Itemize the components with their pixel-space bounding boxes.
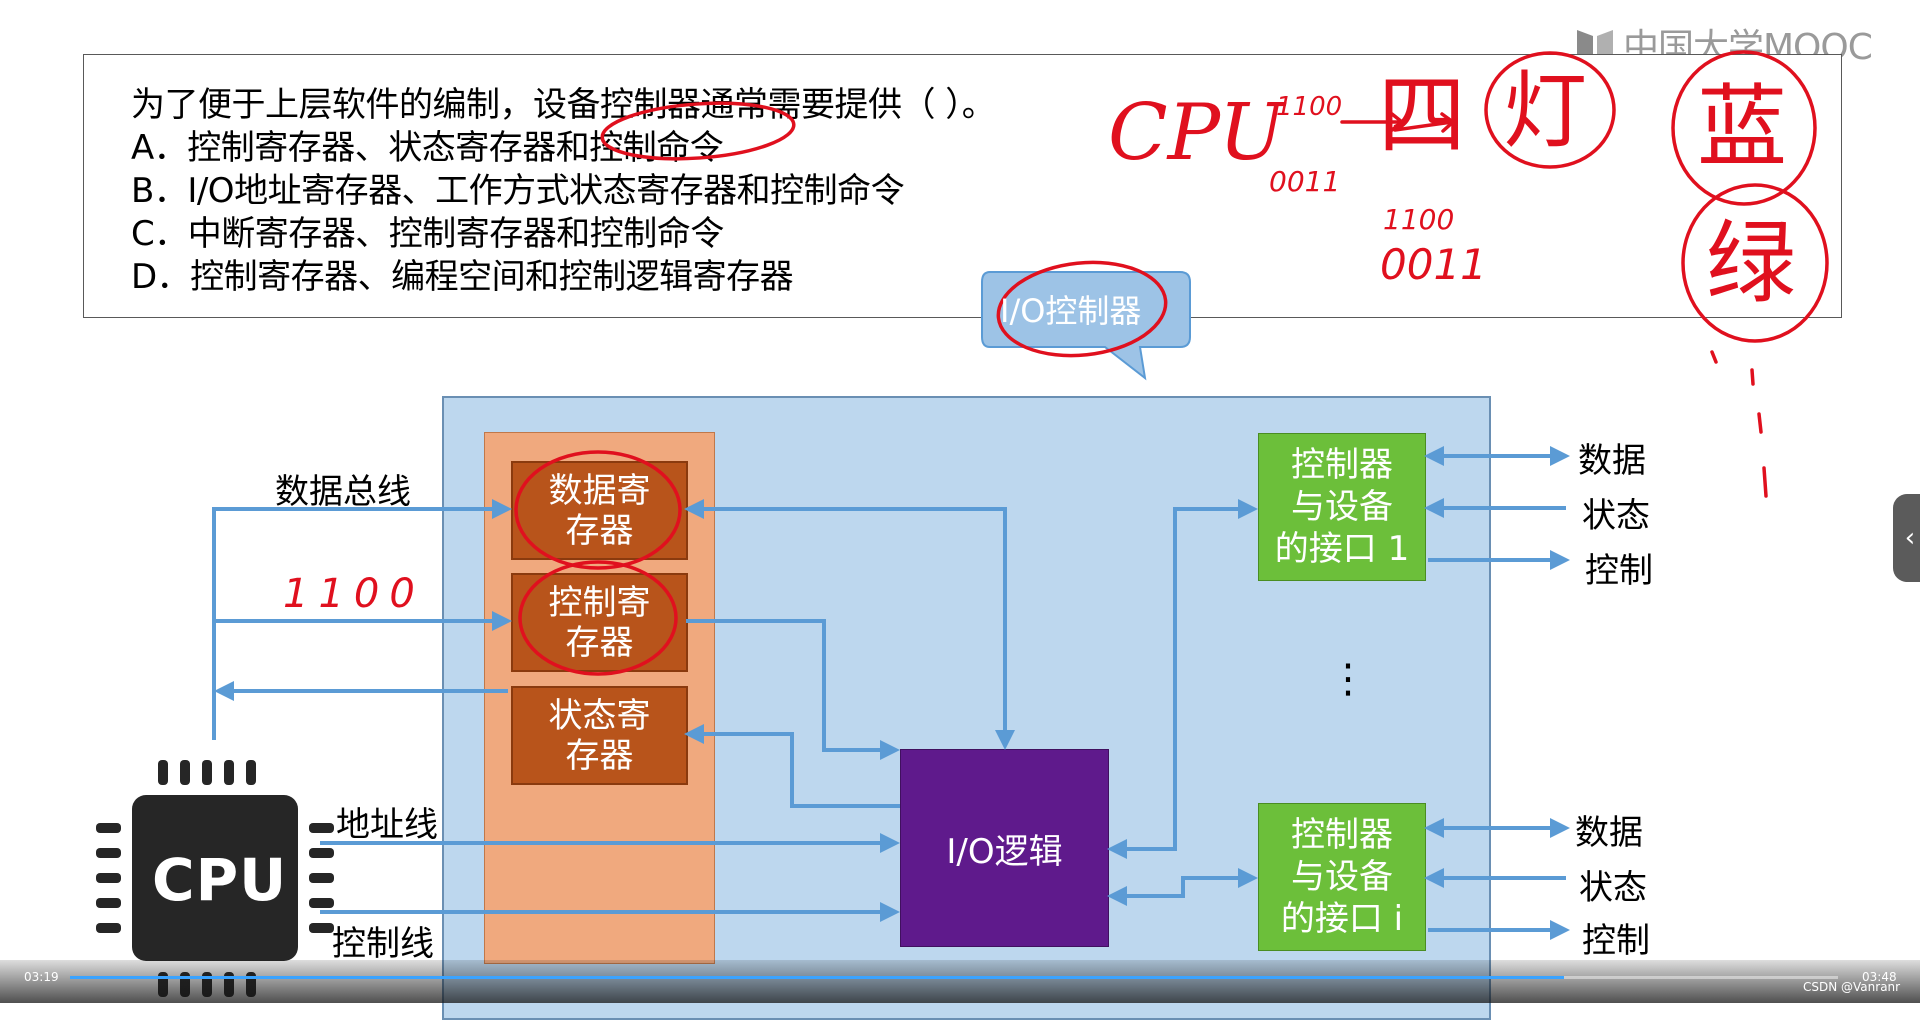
io-logic-label: I/O逻辑	[946, 831, 1063, 872]
total-time: 03:48	[1862, 970, 1897, 984]
ink-char-blue: 蓝	[1697, 75, 1787, 180]
cpu-label: CPU	[152, 846, 288, 914]
data-bus-wire	[212, 499, 512, 740]
mooc-logo-icon	[1577, 30, 1613, 60]
chevron-left-icon: ‹	[1904, 523, 1916, 553]
ink-code-b: 0011	[1269, 165, 1341, 198]
ink-char-green: 绿	[1706, 211, 1796, 316]
option-c: C．中断寄存器、控制寄存器和控制命令	[131, 214, 724, 254]
control-register-label-2: 存器	[565, 622, 634, 663]
question-box: 为了便于上层软件的编制，设备控制器通常需要提供（ ）。 A．控制寄存器、状态寄存…	[83, 54, 1842, 318]
handwritten-ink	[514, 50, 1829, 676]
io-controller-callout	[981, 271, 1191, 381]
control-register-label-1: 控制寄	[548, 582, 651, 623]
option-a: A．控制寄存器、状态寄存器和控制命令	[131, 128, 724, 168]
address-line-label: 地址线	[336, 805, 438, 845]
interface-1-status-label: 状态	[1582, 496, 1650, 536]
status-register: 状态寄 存器	[511, 686, 688, 785]
interface-i-line-1: 控制器	[1291, 815, 1393, 855]
io-interface-1-wire	[1107, 499, 1258, 859]
io-interface-i-wire	[1107, 868, 1258, 906]
device-interface-i: 控制器 与设备 的接口 i	[1258, 803, 1426, 951]
data-register-label-2: 存器	[565, 510, 634, 551]
interface-1-line-3: 的接口 1	[1274, 529, 1410, 569]
io-controller-callout-label: I/O控制器	[1000, 292, 1142, 330]
device-interface-1: 控制器 与设备 的接口 1	[1258, 433, 1426, 581]
data-bus-label: 数据总线	[275, 472, 411, 512]
interface-i-line-3: 的接口 i	[1280, 899, 1404, 939]
ink-code-c: 1100	[1383, 203, 1455, 236]
interface-i-control-label: 控制	[1582, 921, 1650, 961]
interface-1-line-1: 控制器	[1291, 445, 1393, 485]
status-register-label-1: 状态寄	[548, 695, 651, 736]
option-b: B．I/O地址寄存器、工作方式状态寄存器和控制命令	[131, 171, 905, 211]
data-register-label-1: 数据寄	[548, 470, 651, 511]
video-progress-fill	[70, 976, 1564, 979]
ink-code-d: 0011	[1380, 240, 1487, 289]
csdn-watermark: CSDN @Vanranr	[1803, 980, 1901, 994]
side-panel-toggle[interactable]: ‹	[1893, 494, 1920, 582]
control-register-io-wire	[686, 619, 900, 760]
ink-char-a: 四	[1378, 64, 1467, 167]
interface-i-data-label: 数据	[1575, 813, 1643, 853]
ink-cpu: CPU	[1108, 88, 1285, 178]
question-stem: 为了便于上层软件的编制，设备控制器通常需要提供（ ）。	[131, 85, 996, 125]
interface-i-line-2: 与设备	[1291, 857, 1393, 897]
status-register-label-2: 存器	[565, 735, 634, 776]
control-line-label: 控制线	[332, 924, 434, 964]
io-status-register-wire	[684, 724, 900, 808]
data-register-io-wire	[684, 499, 1015, 750]
interface-1-control-label: 控制	[1585, 551, 1653, 591]
option-d: D．控制寄存器、编程空间和控制逻辑寄存器	[131, 257, 794, 297]
io-logic-block: I/O逻辑	[900, 749, 1109, 947]
interface-1-data-label: 数据	[1578, 441, 1646, 481]
video-player-bar	[0, 960, 1920, 1003]
interface-i-status-label: 状态	[1579, 868, 1647, 908]
ink-char-lamp: 灯	[1503, 62, 1588, 160]
ink-code-a: 1100	[1276, 92, 1343, 122]
interface-1-line-2: 与设备	[1291, 487, 1393, 527]
current-time: 03:19	[24, 970, 59, 984]
ink-bus-value: 1100	[283, 571, 425, 617]
